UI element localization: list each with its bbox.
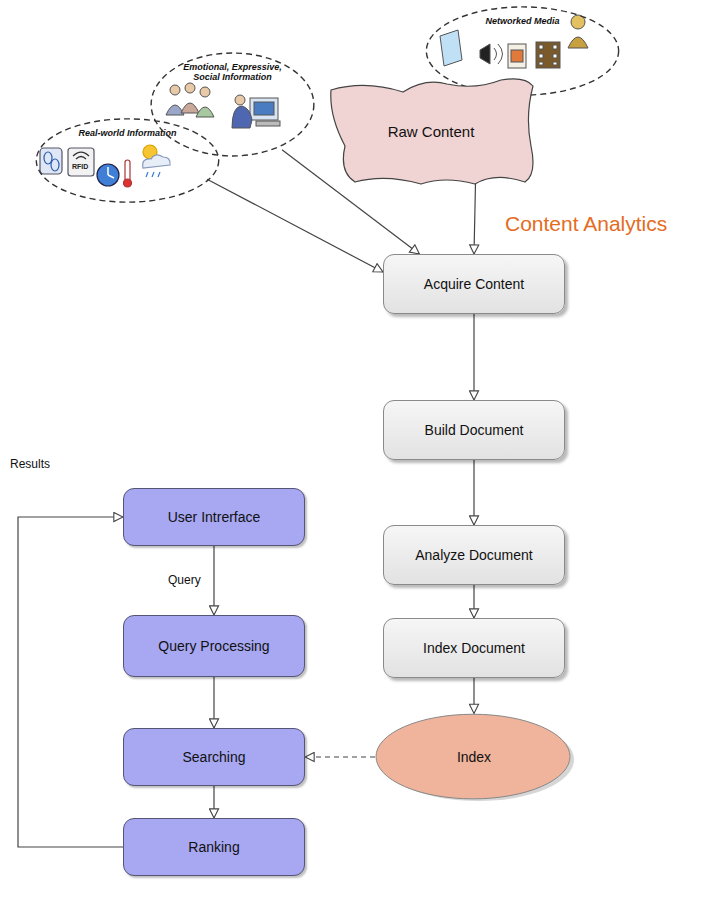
search-box: Ranking bbox=[123, 818, 305, 876]
info-cloud: Emotional, Expressive, Social Informatio… bbox=[150, 52, 315, 157]
media-icons bbox=[440, 15, 588, 68]
search-box: Searching bbox=[123, 728, 305, 786]
section-title: Content Analytics bbox=[505, 212, 667, 236]
search-box: Query Processing bbox=[123, 615, 305, 677]
connector bbox=[207, 179, 383, 272]
node-text: Ranking bbox=[188, 839, 239, 855]
connector bbox=[18, 517, 123, 847]
node-text: Raw Content bbox=[388, 123, 475, 140]
content-blob: Raw Content bbox=[325, 76, 537, 186]
node-text: Emotional, Expressive, Social Informatio… bbox=[173, 62, 293, 83]
search-box: User Intrerface bbox=[123, 488, 305, 546]
people-icons bbox=[166, 83, 280, 128]
connector bbox=[213, 786, 214, 818]
node-text: Index bbox=[457, 749, 491, 765]
sensor-icons bbox=[40, 145, 170, 187]
node-text: Networked Media bbox=[485, 16, 559, 26]
node-text: Index Document bbox=[423, 640, 525, 656]
node-text: Build Document bbox=[425, 422, 524, 438]
process-box: Build Document bbox=[383, 400, 565, 460]
process-box: Acquire Content bbox=[383, 254, 565, 314]
connector bbox=[474, 183, 476, 254]
node-text: Searching bbox=[182, 749, 245, 765]
node-text: User Intrerface bbox=[168, 509, 261, 525]
process-box: Index Document bbox=[383, 618, 565, 678]
info-cloud: Real-world Information bbox=[35, 118, 220, 203]
connector bbox=[305, 756, 375, 757]
edge-label: Results bbox=[8, 457, 52, 471]
icon-label: RFID bbox=[72, 163, 88, 170]
process-box: Analyze Document bbox=[383, 525, 565, 585]
connector bbox=[473, 460, 474, 525]
connector bbox=[213, 546, 214, 615]
connector bbox=[473, 314, 474, 400]
connector bbox=[213, 677, 214, 728]
edge-label: Query bbox=[166, 573, 203, 587]
node-text: Acquire Content bbox=[424, 276, 524, 292]
connector bbox=[473, 678, 474, 713]
connector bbox=[473, 585, 474, 618]
index-store: Index bbox=[374, 712, 574, 802]
node-text: Analyze Document bbox=[415, 547, 533, 563]
node-text: Query Processing bbox=[158, 638, 269, 654]
